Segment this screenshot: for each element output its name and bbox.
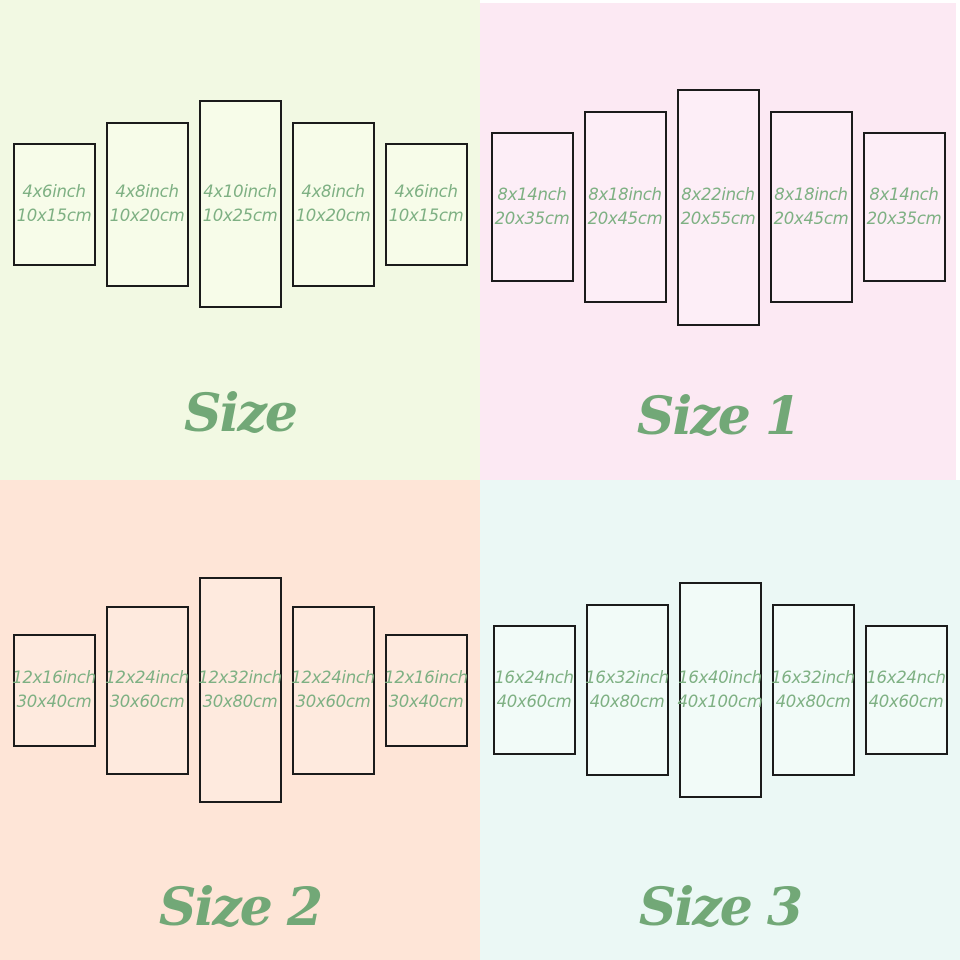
panel-size-label: 8x22inch 20x55cm (681, 183, 756, 231)
panel-size-inches: 4x8inch (115, 182, 179, 202)
quadrant-title: Size (184, 382, 298, 444)
panel-size-label: 16x32inch 40x80cm (585, 666, 669, 714)
canvas-panel-5: 12x16inch 30x40cm (384, 633, 468, 747)
panel-size-cm: 10x25cm (202, 206, 278, 225)
panel-size-cm: 30x40cm (388, 692, 464, 711)
panel-row: 8x14nch 20x35cm 8x18inch 20x45cm 8x22inc… (480, 3, 956, 411)
canvas-panel-2: 4x8inch 10x20cm (105, 121, 189, 287)
panel-size-label: 8x18inch 20x45cm (588, 183, 663, 231)
panel-size-inches: 4x6inch (394, 182, 458, 202)
panel-size-label: 12x16inch 30x40cm (12, 666, 96, 714)
panel-size-cm: 20x35cm (866, 209, 942, 228)
panel-size-inches: 8x22inch (681, 185, 755, 205)
panel-size-cm: 20x55cm (680, 209, 756, 228)
panel-size-label: 8x14nch 20x35cm (495, 183, 570, 231)
quadrant-title: Size 2 (158, 876, 323, 938)
panel-size-label: 8x18inch 20x45cm (774, 183, 849, 231)
canvas-panel-1: 4x6inch 10x15cm (12, 142, 96, 266)
panel-size-cm: 30x60cm (109, 692, 185, 711)
panel-size-label: 16x24nch 40x60cm (866, 666, 946, 714)
panel-size-cm: 40x60cm (868, 692, 944, 711)
canvas-panel-2: 12x24inch 30x60cm (105, 605, 189, 775)
panel-size-inches: 8x18inch (774, 185, 848, 205)
quadrant-size-1: 8x14nch 20x35cm 8x18inch 20x45cm 8x22inc… (480, 0, 960, 480)
panel-size-label: 4x8inch 10x20cm (110, 180, 185, 228)
panel-size-cm: 20x45cm (773, 209, 849, 228)
panel-size-inches: 12x32inch (198, 668, 282, 688)
panel-size-inches: 16x40inch (678, 668, 762, 688)
panel-row: 4x6inch 10x15cm 4x8inch 10x20cm 4x10inch… (0, 0, 480, 408)
canvas-panel-1: 12x16inch 30x40cm (12, 633, 96, 747)
panel-size-inches: 8x14nch (869, 185, 939, 205)
canvas-panel-3: 4x10inch 10x25cm (198, 100, 282, 308)
panel-size-cm: 10x15cm (16, 206, 92, 225)
panel-row: 16x24nch 40x60cm 16x32inch 40x80cm 16x40… (480, 480, 960, 900)
panel-size-inches: 4x10inch (203, 182, 277, 202)
canvas-panel-5: 16x24nch 40x60cm (864, 625, 948, 755)
panel-size-cm: 20x45cm (587, 209, 663, 228)
panel-size-inches: 16x24nch (866, 668, 946, 688)
canvas-panel-1: 8x14nch 20x35cm (490, 132, 574, 282)
panel-size-label: 12x32inch 30x80cm (198, 666, 282, 714)
canvas-panel-4: 4x8inch 10x20cm (291, 121, 375, 287)
canvas-panel-5: 4x6inch 10x15cm (384, 142, 468, 266)
panel-size-inches: 4x6inch (22, 182, 86, 202)
panel-size-label: 12x24inch 30x60cm (105, 666, 189, 714)
canvas-panel-5: 8x14nch 20x35cm (862, 132, 946, 282)
panel-size-inches: 12x16inch (12, 668, 96, 688)
quadrant-size-3: 16x24nch 40x60cm 16x32inch 40x80cm 16x40… (480, 480, 960, 960)
panel-size-cm: 40x100cm (677, 692, 763, 711)
panel-size-cm: 40x60cm (496, 692, 572, 711)
panel-size-label: 16x32inch 40x80cm (771, 666, 855, 714)
canvas-panel-3: 12x32inch 30x80cm (198, 577, 282, 803)
panel-size-cm: 20x35cm (494, 209, 570, 228)
canvas-panel-2: 8x18inch 20x45cm (583, 111, 667, 303)
panel-size-inches: 8x14nch (497, 185, 567, 205)
panel-row: 12x16inch 30x40cm 12x24inch 30x60cm 12x3… (0, 480, 480, 900)
panel-size-cm: 30x40cm (16, 692, 92, 711)
quadrant-size: 4x6inch 10x15cm 4x8inch 10x20cm 4x10inch… (0, 0, 480, 480)
panel-size-cm: 40x80cm (775, 692, 851, 711)
panel-size-label: 8x14nch 20x35cm (867, 183, 942, 231)
panel-size-inches: 8x18inch (588, 185, 662, 205)
panel-size-label: 4x10inch 10x25cm (203, 180, 278, 228)
panel-size-inches: 16x32inch (585, 668, 669, 688)
panel-size-inches: 16x32inch (771, 668, 855, 688)
panel-size-inches: 12x24inch (291, 668, 375, 688)
panel-size-cm: 10x20cm (295, 206, 371, 225)
panel-size-label: 12x24inch 30x60cm (291, 666, 375, 714)
panel-size-cm: 10x20cm (109, 206, 185, 225)
canvas-panel-2: 16x32inch 40x80cm (585, 604, 669, 776)
canvas-panel-3: 8x22inch 20x55cm (676, 88, 760, 326)
panel-size-cm: 40x80cm (589, 692, 665, 711)
canvas-panel-4: 8x18inch 20x45cm (769, 111, 853, 303)
quadrant-title: Size 1 (636, 385, 801, 447)
panel-size-label: 12x16inch 30x40cm (384, 666, 468, 714)
panel-size-cm: 30x60cm (295, 692, 371, 711)
canvas-panel-4: 12x24inch 30x60cm (291, 605, 375, 775)
panel-size-inches: 4x8inch (301, 182, 365, 202)
panel-size-inches: 12x16inch (384, 668, 468, 688)
panel-size-label: 16x40inch 40x100cm (678, 666, 763, 714)
panel-size-inches: 12x24inch (105, 668, 189, 688)
panel-size-inches: 16x24nch (494, 668, 574, 688)
quadrant-title: Size 3 (638, 876, 803, 938)
panel-size-label: 4x6inch 10x15cm (17, 180, 92, 228)
panel-size-label: 4x6inch 10x15cm (389, 180, 464, 228)
quadrant-size-2: 12x16inch 30x40cm 12x24inch 30x60cm 12x3… (0, 480, 480, 960)
canvas-panel-3: 16x40inch 40x100cm (678, 582, 763, 798)
panel-size-cm: 10x15cm (388, 206, 464, 225)
canvas-panel-1: 16x24nch 40x60cm (492, 625, 576, 755)
panel-size-label: 4x8inch 10x20cm (296, 180, 371, 228)
canvas-panel-4: 16x32inch 40x80cm (771, 604, 855, 776)
panel-size-cm: 30x80cm (202, 692, 278, 711)
panel-size-label: 16x24nch 40x60cm (494, 666, 574, 714)
